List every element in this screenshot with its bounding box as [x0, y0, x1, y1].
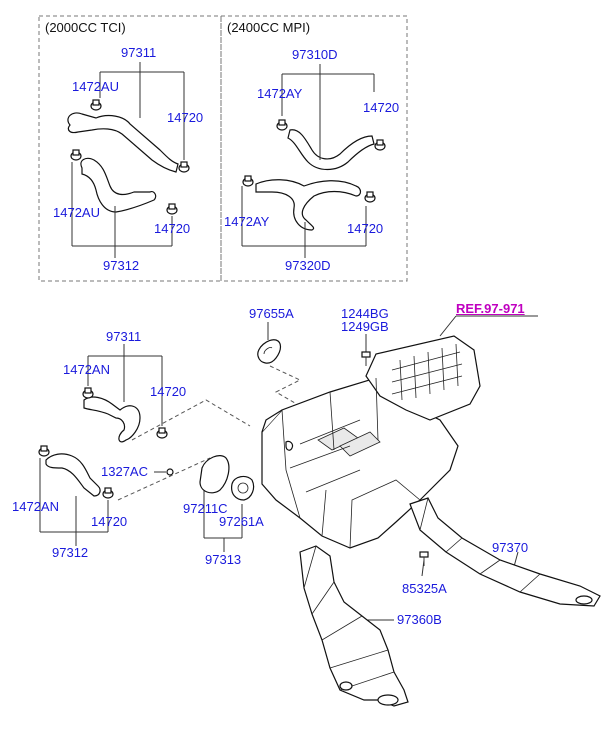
main-clamps	[38, 387, 174, 499]
tci-variant-box	[38, 15, 222, 282]
mpi-hose-lower	[255, 179, 362, 231]
part-label-97313: 97313	[205, 552, 242, 567]
tci-hose-lower	[80, 157, 157, 213]
gasket-97211C	[199, 455, 230, 494]
part-label-1472AU: 1472AU	[72, 79, 119, 94]
part-label-14720: 14720	[363, 100, 400, 115]
part-label-97320D: 97320D	[285, 258, 331, 273]
part-label-1472AU: 1472AU	[53, 205, 100, 220]
main-dashed-links	[117, 365, 302, 501]
hvac-unit	[261, 335, 481, 549]
part-label-14720: 14720	[91, 514, 128, 529]
actuator-97261A	[231, 475, 255, 501]
part-label-14720: 14720	[154, 221, 191, 236]
duct-97370	[409, 497, 601, 607]
screw-1244BG	[361, 351, 371, 366]
part-label-1472AY: 1472AY	[257, 86, 303, 101]
tci-leader-lines	[71, 62, 185, 258]
main-hose-97311	[83, 396, 141, 443]
part-label-97360B: 97360B	[397, 612, 442, 627]
grommet-97655A	[257, 339, 282, 364]
part-label-97311: 97311	[121, 45, 157, 60]
reference-link[interactable]: REF.97-971	[456, 301, 525, 316]
part-label-1472AY: 1472AY	[224, 214, 270, 229]
part-label-97211C: 97211C	[183, 501, 228, 516]
part-label-97311: 97311	[106, 329, 142, 344]
part-label-97370: 97370	[492, 540, 529, 555]
part-label-1327AC: 1327AC	[101, 464, 148, 479]
part-label-97655A: 97655A	[249, 306, 294, 321]
tci-variant-title: (2000CC TCI)	[45, 20, 126, 35]
part-label-85325A: 85325A	[402, 581, 447, 596]
part-label-1249GB: 1249GB	[341, 319, 389, 334]
part-label-14720: 14720	[150, 384, 187, 399]
tci-hose-upper	[67, 112, 179, 173]
mpi-variant-box	[220, 15, 408, 282]
mpi-hose-upper	[287, 129, 375, 171]
part-label-1472AN: 1472AN	[12, 499, 59, 514]
part-label-97310D: 97310D	[292, 47, 338, 62]
part-label-14720: 14720	[347, 221, 384, 236]
mpi-variant-title: (2400CC MPI)	[227, 20, 311, 35]
main-hose-97312	[45, 453, 101, 497]
part-label-97312: 97312	[103, 258, 140, 273]
part-label-1472AN: 1472AN	[63, 362, 110, 377]
duct-97360B	[299, 545, 409, 707]
tci-clamps	[70, 99, 190, 215]
part-label-14720: 14720	[167, 110, 204, 125]
part-label-97261A: 97261A	[219, 514, 264, 529]
screw-85325A	[419, 551, 429, 566]
part-label-97312: 97312	[52, 545, 89, 560]
mpi-clamps	[242, 119, 386, 203]
mpi-leader-lines	[241, 64, 375, 258]
part-label-1244BG: 1244BG	[341, 306, 389, 321]
